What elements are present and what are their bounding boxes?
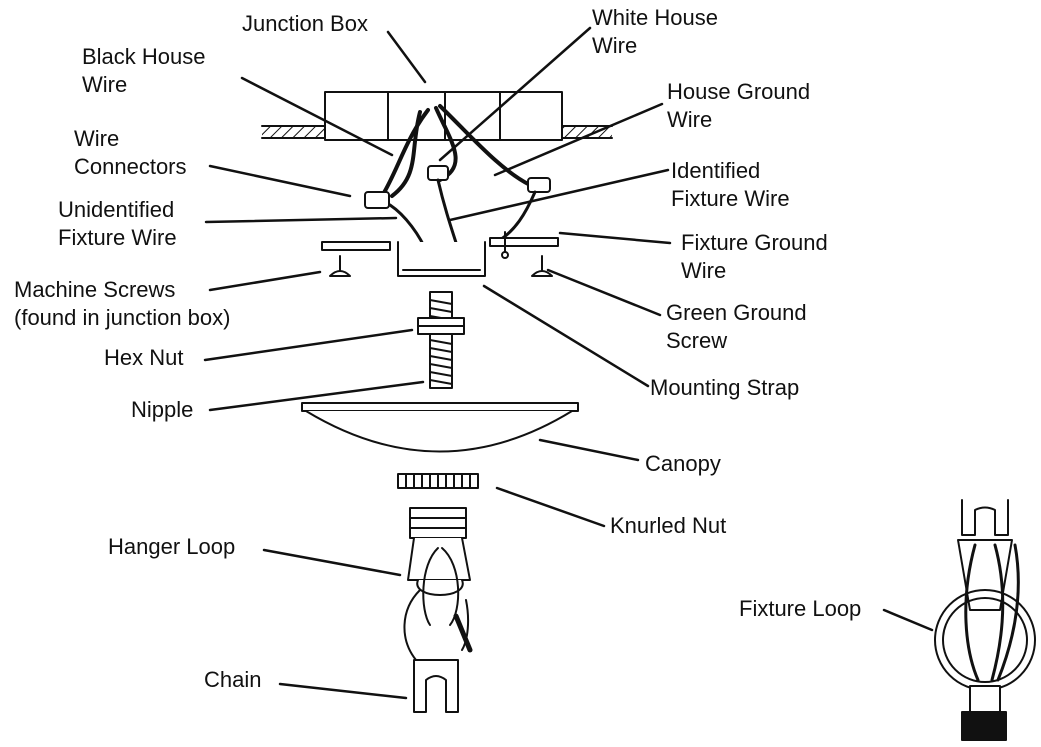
- junction-box: [324, 91, 563, 141]
- label-text: Fixture Wire: [671, 186, 790, 211]
- label-text: Wire: [82, 72, 128, 97]
- label-text: Wire: [667, 107, 713, 132]
- label-text: Knurled Nut: [610, 513, 727, 538]
- chain: [403, 547, 473, 713]
- label-text: Fixture Ground: [681, 230, 828, 255]
- label-text: Wire: [74, 126, 120, 151]
- label-text: Identified: [671, 158, 761, 183]
- label-text: Unidentified: [58, 197, 175, 222]
- mounting-strap: [321, 237, 559, 277]
- hanger-loop: [407, 507, 471, 596]
- label-text: Hex Nut: [104, 345, 184, 370]
- label-text: Chain: [204, 667, 262, 692]
- label-text: Screw: [666, 328, 728, 353]
- canopy: [301, 402, 579, 453]
- green-ground-screw: [501, 231, 509, 259]
- label-text: Mounting Strap: [650, 375, 800, 400]
- label-text: Canopy: [645, 451, 721, 476]
- label-text: Connectors: [74, 154, 187, 179]
- label-text: House Ground: [667, 79, 811, 104]
- label-text: Hanger Loop: [108, 534, 236, 559]
- label-text: Green Ground: [666, 300, 807, 325]
- label-chain: Chain: [204, 666, 261, 694]
- fixture-loop-detail: [934, 499, 1036, 741]
- label-text: Junction Box: [242, 11, 368, 36]
- label-text: White House: [592, 5, 718, 30]
- knurled-nut: [397, 473, 479, 489]
- label-text: Machine Screws: [14, 277, 176, 302]
- label-text: Wire: [592, 33, 638, 58]
- label-hex-nut: Hex Nut: [104, 344, 183, 372]
- label-text: Wire: [681, 258, 727, 283]
- machine-screws: [329, 255, 553, 277]
- label-machine-screws: Machine Screws (found in junction box): [14, 276, 230, 332]
- label-text: Fixture Wire: [58, 225, 177, 250]
- hex-nut: [417, 317, 465, 335]
- nipple: [429, 291, 453, 389]
- label-junction-box: Junction Box: [242, 10, 368, 38]
- label-text: Black House: [82, 44, 206, 69]
- leader-lines: [203, 26, 934, 700]
- label-knurled-nut: Knurled Nut: [610, 512, 726, 540]
- label-hanger-loop: Hanger Loop: [108, 533, 235, 561]
- label-nipple: Nipple: [131, 396, 193, 424]
- label-fixture-loop: Fixture Loop: [739, 595, 861, 623]
- label-text: (found in junction box): [14, 305, 231, 330]
- label-text: Fixture Loop: [739, 596, 862, 621]
- label-canopy: Canopy: [645, 450, 721, 478]
- label-text: Nipple: [131, 397, 194, 422]
- label-mounting-strap: Mounting Strap: [650, 374, 799, 402]
